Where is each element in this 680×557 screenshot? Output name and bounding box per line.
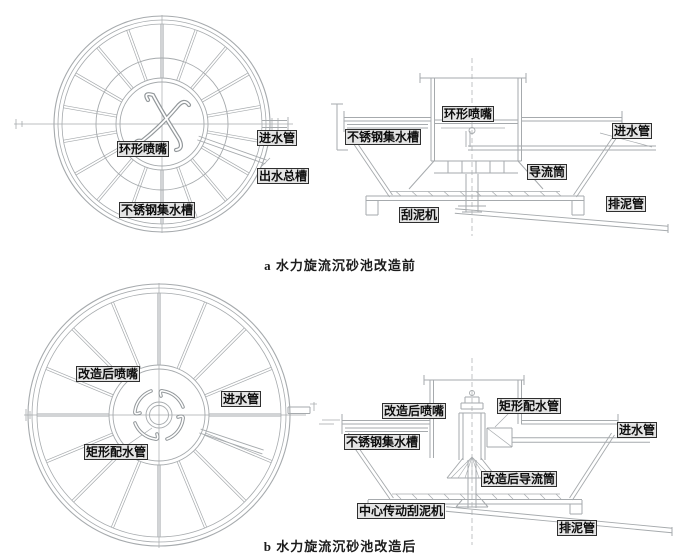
label-sec-b-sludge-pipe: 排泥管: [557, 520, 598, 536]
label-plan-a-stainless-trough: 不锈钢集水槽: [119, 202, 196, 218]
label-sec-a-ring-nozzle: 环形喷嘴: [442, 106, 495, 122]
label-sec-a-scraper: 刮泥机: [399, 207, 440, 223]
label-plan-a-ring-nozzle: 环形喷嘴: [117, 141, 170, 157]
caption-panel-b: b 水力旋流沉砂池改造后: [263, 539, 417, 554]
label-sec-b-renovated-nozzle: 改造后喷嘴: [382, 403, 447, 419]
label-sec-b-rect-pipe: 矩形配水管: [497, 398, 562, 414]
label-sec-a-inlet-pipe: 进水管: [612, 123, 653, 139]
label-sec-b-inlet-pipe: 进水管: [617, 422, 658, 438]
label-sec-b-renovated-draft-tube: 改造后导流筒: [481, 471, 558, 487]
label-plan-b-renovated-nozzle: 改造后喷嘴: [76, 366, 141, 382]
caption-panel-a: a 水力旋流沉砂池改造前: [264, 258, 416, 273]
label-sec-a-sludge-pipe: 排泥管: [606, 196, 647, 212]
label-sec-b-stainless-trough: 不锈钢集水槽: [344, 434, 421, 450]
label-plan-a-outlet-channel: 出水总槽: [257, 168, 310, 184]
label-sec-a-stainless-trough: 不锈钢集水槽: [345, 129, 422, 145]
label-sec-a-draft-tube: 导流筒: [527, 164, 568, 180]
label-sec-b-center-drive-scraper: 中心传动刮泥机: [357, 503, 446, 519]
label-plan-b-inlet-pipe: 进水管: [221, 391, 262, 407]
label-plan-b-rect-pipe: 矩形配水管: [84, 444, 149, 460]
label-plan-a-inlet-pipe: 进水管: [257, 130, 298, 146]
